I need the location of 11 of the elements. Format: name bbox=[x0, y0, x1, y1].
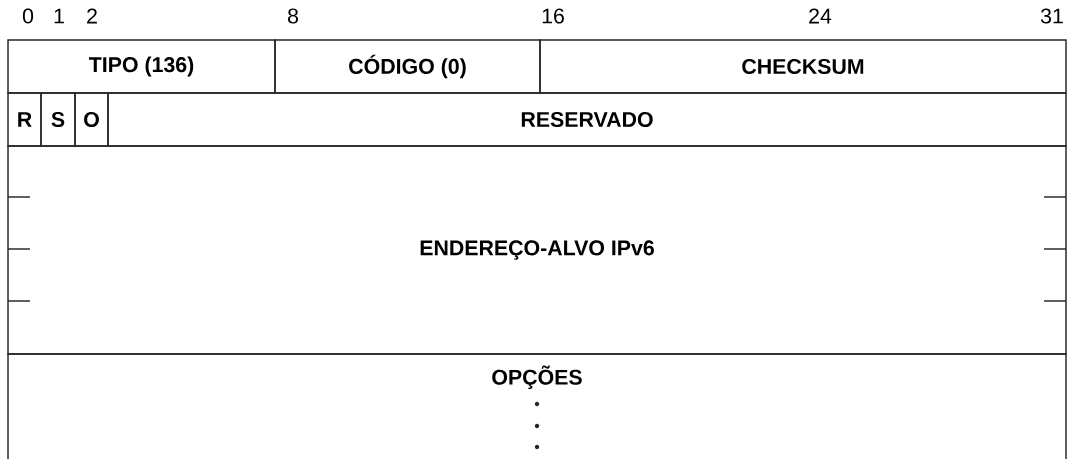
field-box: S bbox=[40, 92, 76, 147]
field-box: RESERVADO bbox=[107, 92, 1067, 147]
bit-number: 16 bbox=[542, 8, 564, 24]
field-box: OPÇÕES bbox=[7, 353, 1067, 459]
field-box: TIPO (136) bbox=[7, 39, 276, 94]
field-box: CÓDIGO (0) bbox=[274, 39, 541, 94]
field-box: R bbox=[7, 92, 42, 147]
field-box: O bbox=[74, 92, 109, 147]
bit-number: 8 bbox=[288, 8, 298, 24]
field-box: CHECKSUM bbox=[539, 39, 1067, 94]
field-box: ENDEREÇO-ALVO IPv6 bbox=[7, 145, 1067, 355]
